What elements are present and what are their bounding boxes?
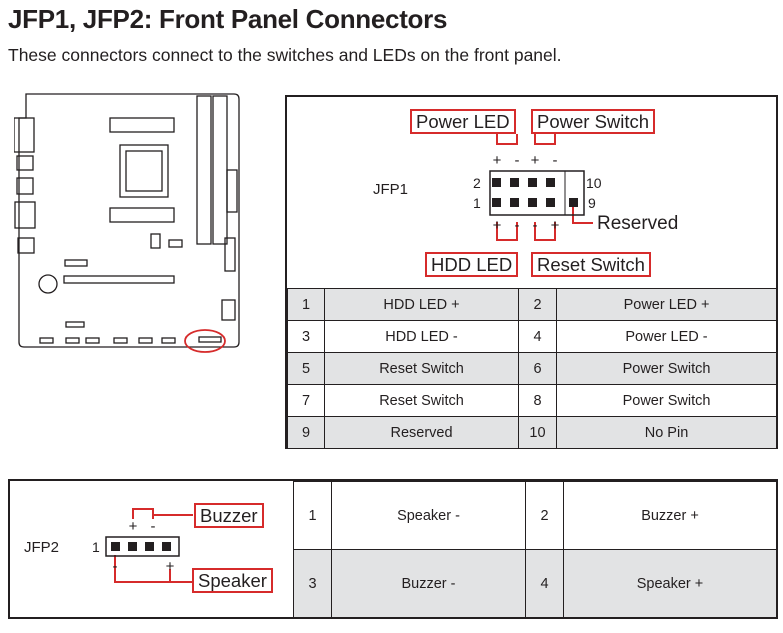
pin-number: 7 — [287, 384, 325, 417]
pin-number-2: 2 — [473, 175, 481, 191]
pin-number: 2 — [518, 288, 557, 321]
page-title: JFP1, JFP2: Front Panel Connectors — [8, 4, 448, 34]
table-row: 1 Speaker - 2 Buzzer + — [293, 481, 777, 550]
polarity-minus: - — [151, 518, 156, 535]
polarity-plus: + — [129, 518, 138, 535]
polarity-plus: + — [551, 217, 560, 234]
polarity-minus: - — [515, 152, 520, 169]
pin-number: 3 — [287, 320, 325, 353]
pin-definition: Power Switch — [556, 352, 777, 385]
pin-definition: Buzzer - — [331, 549, 526, 618]
pin-definition: Power Switch — [556, 384, 777, 417]
power-led-label: Power LED — [410, 109, 516, 134]
pin-number-1: 1 — [473, 195, 481, 211]
polarity-minus: - — [515, 217, 520, 234]
pin-definition: Speaker + — [563, 549, 777, 618]
jfp1-label: JFP1 — [373, 181, 409, 198]
jfp2-label: JFP2 — [24, 539, 60, 556]
polarity-minus: - — [553, 152, 558, 169]
pin-definition: Power LED - — [556, 320, 777, 353]
speaker-label: Speaker — [192, 568, 273, 593]
polarity-minus: - — [533, 217, 538, 234]
pin-number: 1 — [287, 288, 325, 321]
pin-number: 3 — [293, 549, 332, 618]
jfp1-pin-diagram: + - + - + - - + 2 1 10 9 — [473, 134, 602, 241]
reset-switch-label: Reset Switch — [531, 252, 651, 277]
pin-definition: Buzzer + — [563, 481, 777, 550]
pin-number: 5 — [287, 352, 325, 385]
pin-definition: No Pin — [556, 416, 777, 449]
jfp2-panel: + - - + 1 JFP2 Buzzer Speaker 1 Speaker … — [8, 479, 778, 619]
pin-definition: Power LED + — [556, 288, 777, 321]
polarity-minus: - — [113, 558, 118, 575]
pin-definition: Reset Switch — [324, 352, 519, 385]
reserved-label: Reserved — [597, 213, 679, 234]
pin-definition: HDD LED - — [324, 320, 519, 353]
table-row: 5 Reset Switch 6 Power Switch — [287, 352, 777, 385]
pin-number-10: 10 — [586, 175, 602, 191]
pin-number: 2 — [525, 481, 564, 550]
polarity-plus: + — [493, 217, 502, 234]
jfp2-pin-diagram: + - - + 1 — [92, 508, 193, 583]
table-row: 7 Reset Switch 8 Power Switch — [287, 384, 777, 417]
power-switch-label: Power Switch — [531, 109, 656, 134]
polarity-plus: + — [493, 152, 502, 169]
polarity-plus: + — [531, 152, 540, 169]
jfp-location-highlight — [184, 329, 226, 353]
motherboard-diagram — [14, 93, 240, 353]
pin-definition: HDD LED + — [324, 288, 519, 321]
pin-number: 4 — [525, 549, 564, 618]
jfp2-pin-table: 1 Speaker - 2 Buzzer + 3 Buzzer - 4 Spea… — [293, 481, 777, 618]
pin-definition: Reset Switch — [324, 384, 519, 417]
polarity-plus: + — [166, 558, 175, 575]
pin-number: 9 — [287, 416, 325, 449]
pin-definition: Speaker - — [331, 481, 526, 550]
hdd-led-label: HDD LED — [425, 252, 519, 277]
jfp1-pin-table: 1 HDD LED + 2 Power LED + 3 HDD LED - 4 … — [287, 288, 777, 449]
table-row: 9 Reserved 10 No Pin — [287, 416, 777, 449]
pin-number: 8 — [518, 384, 557, 417]
pin-number: 6 — [518, 352, 557, 385]
pin-number: 10 — [518, 416, 557, 449]
table-row: 1 HDD LED + 2 Power LED + — [287, 288, 777, 321]
table-row: 3 Buzzer - 4 Speaker + — [293, 549, 777, 618]
pin-number-1: 1 — [92, 539, 100, 555]
pin-number: 1 — [293, 481, 332, 550]
page-subtitle: These connectors connect to the switches… — [8, 45, 562, 65]
jfp1-panel: + - + - + - - + 2 1 10 9 JFP1 Power LED … — [285, 95, 778, 449]
buzzer-label: Buzzer — [194, 503, 264, 528]
table-row: 3 HDD LED - 4 Power LED - — [287, 320, 777, 353]
pin-number-9: 9 — [588, 195, 596, 211]
pin-number: 4 — [518, 320, 557, 353]
pin-definition: Reserved — [324, 416, 519, 449]
